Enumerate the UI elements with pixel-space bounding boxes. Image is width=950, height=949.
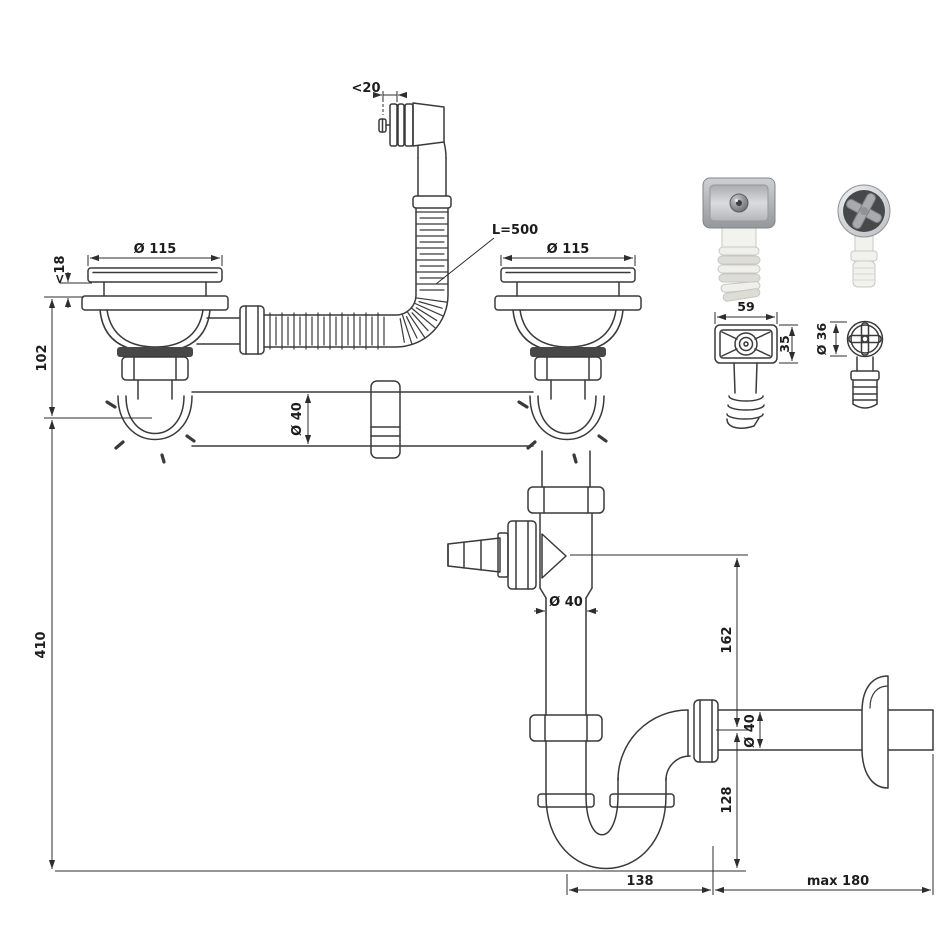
round-overflow-photo — [837, 184, 891, 288]
center-coupling-nut — [527, 486, 605, 514]
left-sink-strainer — [81, 267, 229, 464]
wall-flange — [861, 675, 889, 789]
label-total-height: 410 — [34, 631, 49, 658]
overflow-screw-icon — [378, 118, 391, 133]
p-trap — [537, 709, 691, 870]
rect-overflow-drawing — [714, 324, 778, 429]
right-sink-strainer — [494, 267, 642, 400]
label-tee-pipe-diameter: Ø 40 — [549, 595, 583, 610]
bridge-pipe — [191, 380, 534, 459]
label-wall-distance: max 180 — [807, 874, 869, 889]
label-round-overflow-diameter: Ø 36 — [814, 323, 829, 356]
label-bridge-pipe-diameter: Ø 40 — [290, 402, 305, 436]
corrugated-overflow-hose — [263, 157, 452, 348]
overflow-elbow-fitting — [378, 102, 447, 159]
label-rect-overflow-width: 59 — [737, 299, 754, 314]
leader-hose-length — [435, 237, 495, 285]
dim-flange-height — [60, 272, 92, 308]
dim-outlet-to-bottom — [55, 729, 748, 872]
funnel-symbol — [541, 533, 567, 579]
label-hose-length: L=500 — [492, 223, 538, 238]
dim-tee-pipe-diameter — [534, 600, 598, 617]
vertical-drain-pipe — [529, 597, 603, 796]
dim-right-strainer-diameter — [500, 254, 636, 266]
dim-rect-overflow — [714, 312, 798, 364]
label-flange-height: <18 — [53, 256, 68, 285]
dim-round-overflow — [830, 321, 847, 357]
hose-ribs — [269, 211, 449, 350]
label-trap-offset: 138 — [626, 874, 653, 889]
label-outlet-to-bottom: 128 — [720, 786, 735, 813]
dim-strainer-to-pipe — [44, 296, 152, 419]
overflow-hose-connector-nut — [196, 305, 265, 355]
label-right-strainer-diameter: Ø 115 — [547, 242, 590, 257]
right-strainer-elbow — [517, 395, 608, 488]
label-outlet-pipe-diameter: Ø 40 — [743, 714, 758, 748]
dishwasher-tee — [447, 513, 593, 599]
dim-left-strainer-diameter — [87, 254, 223, 266]
dim-overflow-gap — [373, 91, 407, 115]
dim-tee-to-outlet — [570, 554, 748, 727]
round-overflow-drawing — [846, 320, 884, 409]
label-overflow-gap: <20 — [352, 81, 381, 96]
dim-wall-distance — [715, 754, 934, 895]
label-rect-overflow-height: 35 — [777, 335, 792, 352]
label-tee-to-outlet: 162 — [720, 626, 735, 653]
wall-outlet-pipe — [693, 699, 934, 763]
dim-trap-offset — [566, 846, 714, 895]
rect-overflow-photo — [702, 177, 776, 302]
label-strainer-to-pipe: 102 — [35, 344, 50, 371]
label-left-strainer-diameter: Ø 115 — [134, 242, 177, 257]
